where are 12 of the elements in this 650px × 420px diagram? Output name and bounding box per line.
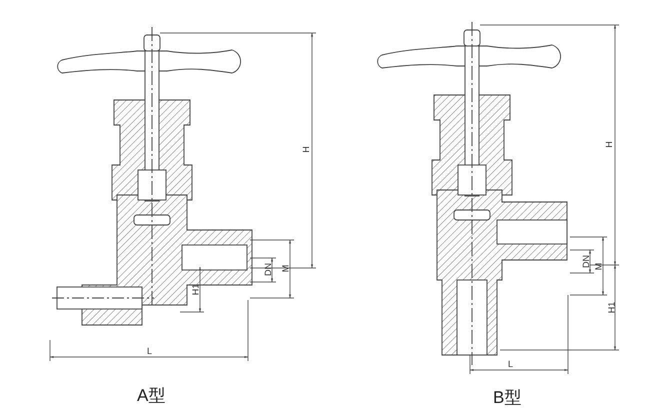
dimension-label: DN: [264, 263, 273, 276]
dimension-label: DN: [582, 255, 591, 268]
dimension-label: L: [147, 347, 152, 356]
dimension-label: H: [604, 141, 614, 148]
dimension-label: L: [508, 360, 514, 369]
dimension-label: M: [594, 262, 604, 270]
dimension-label: H1: [607, 302, 616, 314]
type-label: B型: [493, 389, 522, 406]
dimension-label: M: [281, 264, 290, 272]
type-label: A型: [137, 387, 166, 404]
dimension-label: H1: [191, 284, 200, 296]
dimension-label: H: [302, 146, 311, 153]
